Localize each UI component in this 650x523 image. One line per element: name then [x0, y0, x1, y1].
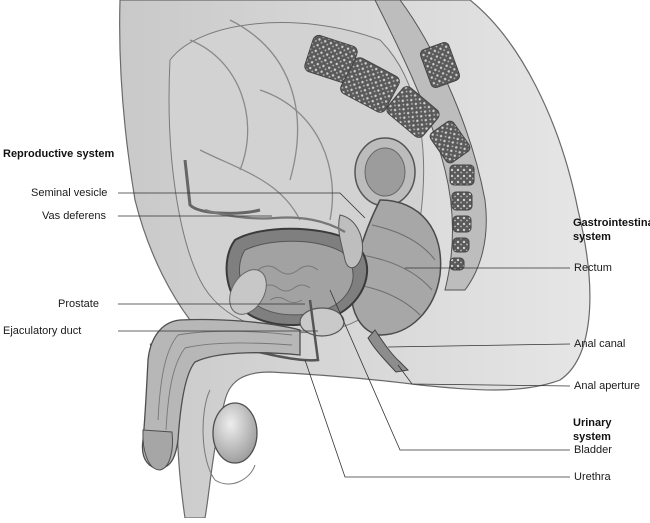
sacrum [304, 0, 487, 291]
label-anal-canal: Anal canal [574, 338, 626, 350]
leader-anal-aperture [397, 364, 571, 387]
leader-seminal-vesicle [118, 192, 366, 219]
leader-urethra [304, 359, 570, 478]
label-vas-deferens: Vas deferens [42, 210, 107, 222]
leader-bladder [329, 289, 570, 451]
vas-deferens-shape [204, 208, 346, 233]
label-ejaculatory-duct: Ejaculatory duct [3, 325, 82, 337]
leader-lines [118, 192, 571, 478]
prostate-shape [299, 307, 345, 337]
label-bladder: Bladder [574, 444, 612, 456]
label-urethra: Urethra [574, 471, 611, 483]
heading-gastrointestinal-system: Gastrointestinal system [573, 217, 650, 243]
label-rectum: Rectum [574, 262, 612, 274]
leader-anal-canal [387, 343, 571, 348]
label-anal-aperture: Anal aperture [574, 380, 641, 392]
heading-urinary-system: Urinary system [573, 417, 612, 443]
penis-shape [141, 318, 301, 469]
label-prostate: Prostate [58, 298, 99, 310]
pubic-bone [229, 269, 267, 315]
seminal-vesicle-shape [338, 214, 364, 269]
label-seminal-vesicle: Seminal vesicle [31, 187, 108, 199]
heading-reproductive-system: Reproductive system [3, 148, 115, 160]
testis-shape [212, 402, 258, 464]
